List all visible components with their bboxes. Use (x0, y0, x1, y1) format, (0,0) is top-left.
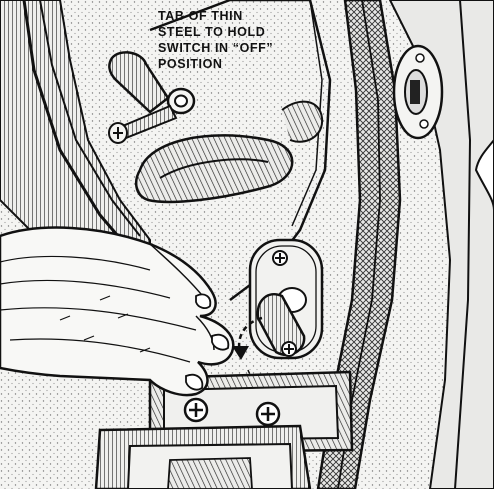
screw-icon (257, 403, 279, 425)
caption-line-3: SWITCH IN “OFF” (158, 40, 328, 56)
switch-plate (250, 240, 322, 358)
screw-icon (273, 251, 287, 265)
caption-line-2: STEEL TO HOLD (158, 24, 328, 40)
caption-line-1: TAB OF THIN (158, 8, 328, 24)
caption-line-4: POSITION (158, 56, 328, 72)
caption: TAB OF THIN STEEL TO HOLD SWITCH IN “OFF… (158, 8, 328, 72)
jamb-switch (394, 46, 442, 138)
screw-icon (185, 399, 207, 421)
